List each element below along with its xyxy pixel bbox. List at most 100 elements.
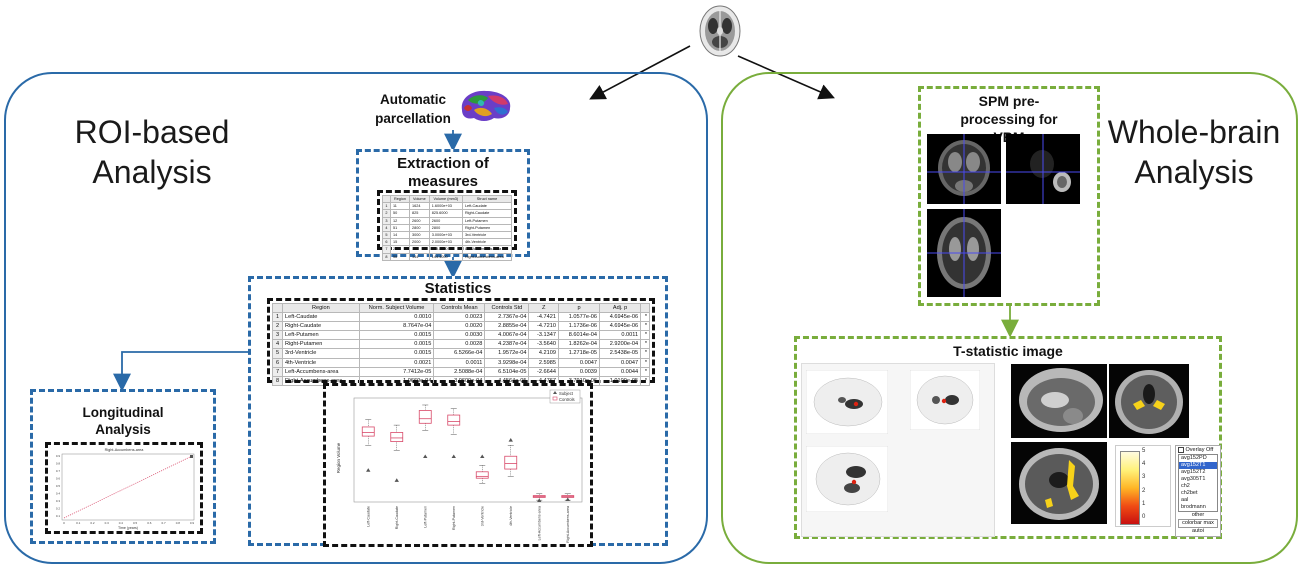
boxplot-box bbox=[475, 471, 489, 479]
extraction-cell: Left-Accumbens-area bbox=[461, 245, 513, 254]
extraction-header-cell: Volume bbox=[409, 194, 430, 204]
statistics-cell: -3.1347 bbox=[528, 330, 559, 341]
extraction-title: Extraction of measures bbox=[397, 155, 489, 190]
statistics-cell: 0.0010 bbox=[358, 312, 435, 323]
extraction-cell: 3.0000e+03 bbox=[428, 231, 463, 240]
boxplot-subject-marker bbox=[537, 498, 542, 502]
longitudinal-xtick: 0.3 bbox=[105, 521, 110, 525]
longitudinal-title: Longitudinal Analysis bbox=[82, 405, 164, 437]
template-list-item[interactable]: avg152T2 bbox=[1181, 469, 1206, 475]
template-list-item[interactable]: brodmann bbox=[1181, 504, 1206, 510]
boxplot-frame: Subject Controls Region Volume Left-Caud… bbox=[323, 383, 593, 547]
glass-brain-coronal bbox=[910, 370, 980, 430]
colorbar-tick: 5 bbox=[1142, 448, 1146, 454]
statistics-cell: * bbox=[640, 357, 650, 368]
statistics-cell: 0.0047 bbox=[557, 357, 601, 368]
tstat-box: T-statistic image bbox=[794, 336, 1222, 539]
overlay-checkbox-row[interactable]: Overlay Off bbox=[1176, 446, 1220, 454]
statistics-cell: 0.0028 bbox=[433, 339, 486, 350]
boxplot-legend: Subject Controls bbox=[549, 389, 581, 404]
colorbar-tick: 1 bbox=[1142, 500, 1146, 507]
longitudinal-ytick: 0.6 bbox=[56, 477, 61, 481]
statistics-cell: 2.5088e-04 bbox=[433, 366, 486, 377]
extraction-cell: 1624 bbox=[409, 202, 430, 211]
longitudinal-ytick: 0.3 bbox=[56, 499, 61, 503]
extraction-cell: 14 bbox=[389, 231, 411, 240]
statistics-cell: 3rd-Ventricle bbox=[282, 348, 360, 359]
statistics-cell: 0.0011 bbox=[599, 330, 642, 341]
statistics-cell: 0.0021 bbox=[358, 357, 435, 368]
statistics-cell: 0.0015 bbox=[358, 339, 435, 350]
boxplot-box bbox=[418, 410, 432, 424]
extraction-cell: 1.6000e+03 bbox=[428, 202, 463, 211]
longitudinal-ytick: 0.9 bbox=[56, 454, 61, 458]
whole-brain-panel-title: Whole-brain Analysis bbox=[1107, 114, 1281, 190]
statistics-cell: 2.5438e-05 bbox=[599, 348, 642, 359]
glass-brain-sagittal bbox=[806, 370, 888, 434]
statistics-cell: 1.8262e-04 bbox=[557, 339, 601, 350]
statistics-cell: 5 bbox=[272, 348, 283, 359]
boxplot-category-label: 3rd-Ventricle bbox=[480, 506, 484, 526]
template-list-item[interactable]: avg152PD bbox=[1181, 455, 1207, 461]
template-list-item[interactable]: avg305T1 bbox=[1181, 476, 1206, 482]
extraction-cell: Right-Accumbens-area bbox=[461, 252, 513, 261]
template-list-item[interactable]: avg152T1 bbox=[1179, 462, 1217, 469]
extraction-cell: 26 bbox=[389, 245, 411, 254]
extraction-header-cell: Struct name bbox=[461, 194, 513, 204]
extraction-cell: 6 bbox=[382, 238, 391, 247]
boxplot-category-label: Right-Putamen bbox=[452, 506, 456, 530]
statistics-cell: * bbox=[640, 312, 650, 323]
template-footer-colorbar-max[interactable]: colorbar max bbox=[1178, 519, 1218, 528]
longitudinal-ytick: 0.1 bbox=[56, 514, 61, 518]
template-list-item[interactable]: ch2bet bbox=[1181, 490, 1198, 496]
boxplot-subject-marker bbox=[451, 454, 456, 459]
extraction-cell: 2 bbox=[382, 209, 391, 218]
extraction-cell: Left-Putamen bbox=[461, 216, 513, 225]
statistics-cell: 4.6945e-06 bbox=[599, 321, 642, 332]
extraction-cell: 108.4000 bbox=[428, 245, 463, 254]
template-list-item[interactable]: ch2 bbox=[1181, 483, 1190, 489]
glass-brain-panel bbox=[801, 363, 995, 537]
extraction-cell: 50 bbox=[389, 209, 411, 218]
statistics-cell: -4.7421 bbox=[528, 312, 559, 323]
statistics-cell: 8.7647e-04 bbox=[358, 321, 435, 332]
longitudinal-trend-line bbox=[63, 455, 193, 519]
template-list-item[interactable]: aal bbox=[1181, 497, 1189, 503]
template-footer-auto[interactable]: autoi bbox=[1192, 528, 1204, 534]
boxplot-category-label: Right-Accumbens-area bbox=[566, 506, 570, 543]
tstat-axial-view bbox=[1011, 442, 1107, 524]
extraction-cell: 3000 bbox=[409, 231, 430, 240]
extraction-cell: 15 bbox=[389, 238, 411, 247]
longitudinal-xtick: 0 bbox=[63, 521, 65, 525]
boxplot-subject-marker bbox=[423, 454, 428, 459]
statistics-cell: 2.7367e-04 bbox=[484, 312, 530, 323]
longitudinal-box: Longitudinal Analysis Right-Accumbens-ar… bbox=[30, 389, 216, 544]
extraction-cell: 144.4000 bbox=[428, 252, 463, 261]
colorbar-tick: 2 bbox=[1142, 487, 1146, 494]
overlay-checkbox[interactable] bbox=[1178, 446, 1184, 453]
longitudinal-xtick: 0.8 bbox=[176, 521, 181, 525]
extraction-header-cell: Volume (mm3) bbox=[428, 194, 463, 204]
statistics-cell: 0.0020 bbox=[433, 321, 486, 332]
longitudinal-xtick: 0.1 bbox=[76, 521, 81, 525]
glass-brain-axial bbox=[806, 446, 888, 512]
extraction-cell: 4 bbox=[382, 223, 391, 233]
statistics-cell: 6 bbox=[272, 357, 283, 368]
tstat-coronal-view bbox=[1109, 364, 1189, 438]
template-footer-other[interactable]: other bbox=[1191, 512, 1205, 518]
arrow-statistics-to-longitudinal bbox=[113, 351, 268, 392]
statistics-cell: * bbox=[640, 339, 650, 350]
spm-title: SPM pre-processing for VBM bbox=[960, 93, 1058, 145]
parcellation-label: Automatic parcellation bbox=[375, 92, 451, 126]
boxplot-category-label: Left-Putamen bbox=[423, 506, 427, 528]
